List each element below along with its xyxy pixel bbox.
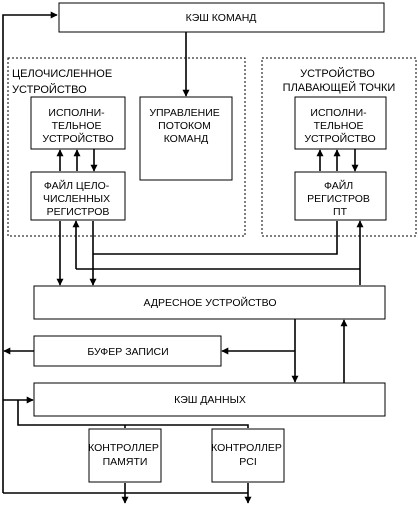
write-buffer-block <box>33 335 222 367</box>
memory-controller-label: КОНТРОЛЛЕР ПАМЯТИ <box>88 442 162 468</box>
memory-controller-block <box>88 428 162 483</box>
write-buffer-label: БУФЕР ЗАПИСИ <box>87 346 168 358</box>
flow-control-block <box>139 96 233 181</box>
pci-controller-block <box>211 428 285 483</box>
integer-unit-group <box>7 57 246 237</box>
int-register-file-label: ФАЙЛ ЦЕЛО- ЧИСЛЕННЫХ РЕГИСТРОВ <box>43 179 113 218</box>
data-cache-block <box>33 382 386 417</box>
fp-register-file-label: ФАЙЛ РЕГИСТРОВ ПТ <box>307 179 373 218</box>
int-exec-unit-block <box>30 96 126 150</box>
fp-register-file-block <box>294 171 387 221</box>
instruction-cache-block <box>58 2 385 33</box>
address-unit-block <box>33 285 386 320</box>
fp-exec-unit-block <box>294 96 387 150</box>
int-to-fp-bus-line <box>93 221 338 255</box>
fpu-group <box>261 57 417 237</box>
fpu-group-label: УСТРОЙСТВО ПЛАВАЮЩЕЙ ТОЧКИ <box>283 67 396 94</box>
pci-controller-label: КОНТРОЛЛЕР PCI <box>211 442 285 468</box>
address-unit-label: АДРЕСНОЕ УСТРОЙСТВО <box>144 296 277 309</box>
int-exec-unit-label: ИСПОЛНИ- ТЕЛЬНОЕ УСТРОЙСТВО <box>42 107 113 145</box>
bus-to-controllers-line <box>17 400 249 428</box>
fp-exec-unit-label: ИСПОЛНИ- ТЕЛЬНОЕ УСТРОЙСТВО <box>304 107 375 145</box>
int-register-file-block <box>30 171 126 221</box>
instruction-cache-label: КЭШ КОМАНД <box>186 12 257 24</box>
flow-control-label: УПРАВЛЕНИЕ ПОТОКОМ КОМАНД <box>149 107 222 145</box>
bus-to-icache-arrow <box>2 11 58 493</box>
integer-unit-group-label: ЦЕЛОЧИСЛЕННОЕ УСТРОЙСТВО <box>12 68 115 96</box>
data-cache-label: КЭШ ДАННЫХ <box>174 394 246 406</box>
